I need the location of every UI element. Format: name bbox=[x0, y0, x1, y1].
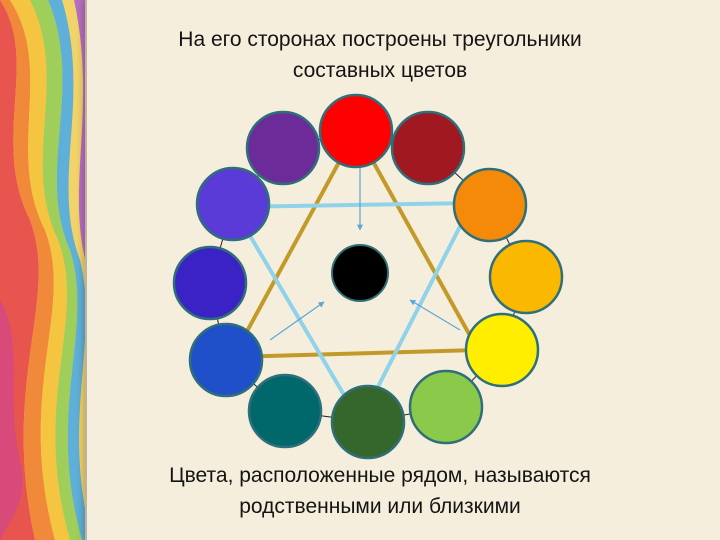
color-circle-purple bbox=[245, 110, 321, 186]
arrow-from-bottom-left bbox=[269, 301, 325, 341]
arrows-to-center bbox=[269, 165, 461, 341]
color-circle-blue bbox=[188, 322, 264, 398]
color-circle-light-green bbox=[408, 369, 484, 445]
color-circle-blue-violet bbox=[195, 166, 271, 242]
slide-title-line: На его сторонах построены треугольники bbox=[178, 28, 582, 51]
color-circles bbox=[172, 93, 564, 460]
color-circle-orange bbox=[452, 167, 528, 243]
triangle-primary-colors bbox=[229, 126, 482, 360]
slide-caption-line: Цвета, расположенные рядом, называются bbox=[169, 464, 591, 487]
slide-caption: Цвета, расположенные рядом, называются р… bbox=[110, 460, 650, 522]
color-circle-yellow bbox=[464, 312, 540, 388]
color-circle-dark-red bbox=[390, 110, 466, 186]
color-circle-indigo bbox=[172, 245, 248, 321]
rainbow-decoration bbox=[0, 0, 92, 540]
color-circle-red bbox=[318, 93, 394, 169]
arrow-from-bottom-right bbox=[409, 299, 461, 331]
slide-title-line: составных цветов bbox=[292, 59, 468, 82]
triangle-secondary-colors bbox=[229, 200, 476, 427]
color-circle-teal bbox=[247, 373, 323, 449]
color-circle-dark-green bbox=[330, 384, 406, 460]
color-circle-center-black bbox=[331, 244, 389, 302]
slide-caption-line: родственными или близкими bbox=[239, 495, 521, 518]
slide-title: На его сторонах построены треугольники с… bbox=[110, 24, 650, 86]
color-circle-amber bbox=[488, 239, 564, 315]
